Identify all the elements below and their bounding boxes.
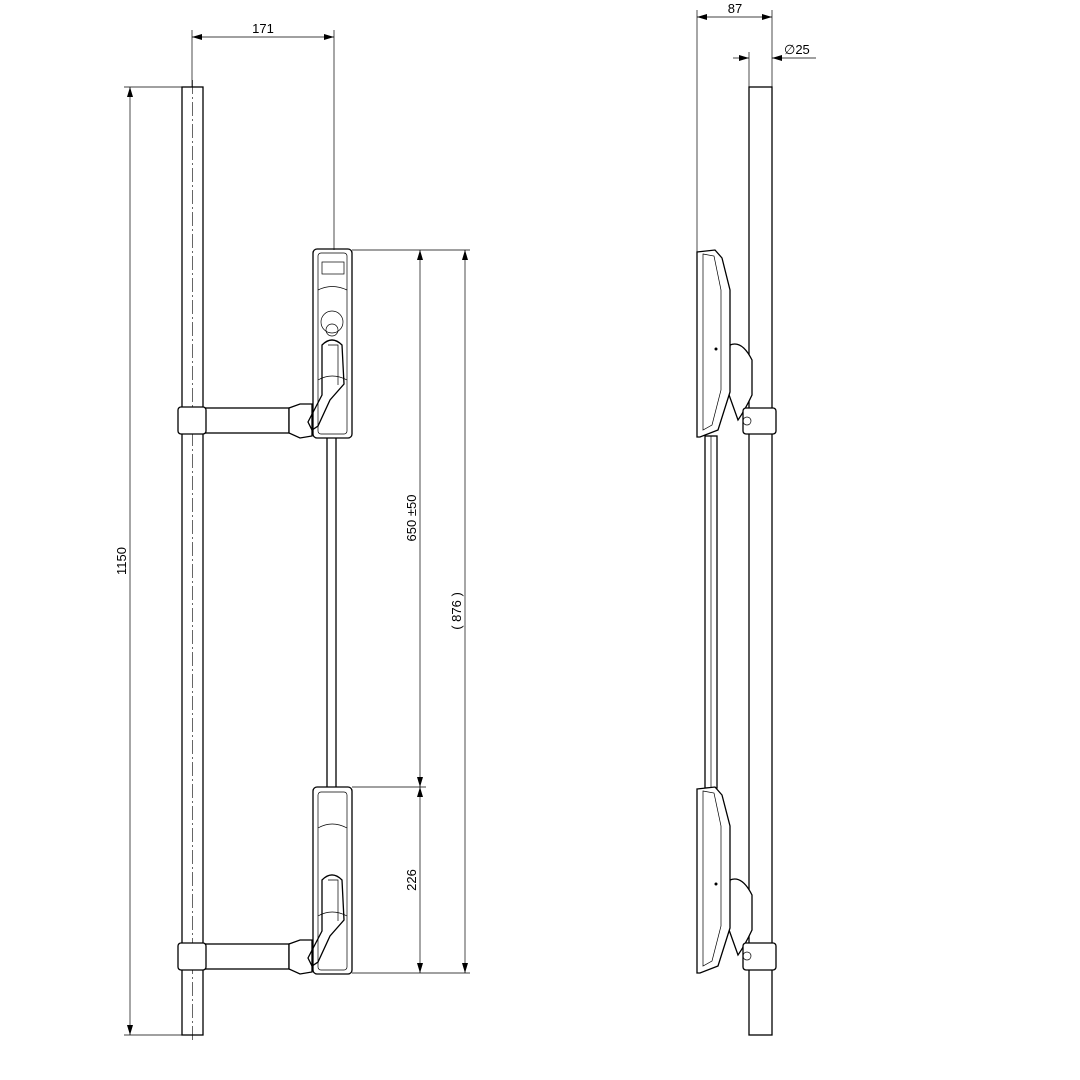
dimension-label: 171 (252, 21, 274, 36)
dimension-label: ( 876 ) (449, 592, 464, 630)
side-vertical-rod (748, 86, 773, 1036)
dimension-171: 171 (191, 21, 335, 250)
upper-arm (177, 403, 313, 439)
dimension-label: 650 ±50 (404, 495, 419, 542)
lower-push-lever (307, 874, 345, 967)
upper-lock-case (307, 248, 353, 439)
lower-arm (177, 939, 313, 975)
cylinder-icon (320, 310, 344, 334)
dimension-diameter-25: ∅25 (733, 42, 816, 87)
lower-lock-side (696, 786, 777, 974)
dimension-label: 226 (404, 869, 419, 891)
dimension-1150: 1150 (114, 86, 182, 1036)
dimension-876: ( 876 ) (449, 250, 468, 973)
front-view: 171 1150 650 ±50 226 ( 876 ) (114, 21, 470, 1040)
connecting-rod (326, 435, 337, 789)
dimension-87: 87 (696, 1, 773, 252)
upper-push-lever (307, 339, 345, 431)
dimension-650: 650 ±50 (352, 249, 470, 974)
dimension-label: 1150 (114, 547, 129, 575)
dimension-226: 226 (404, 787, 423, 973)
brand-plate (321, 261, 345, 275)
side-view: 87 ∅25 (696, 1, 816, 1036)
dimension-label: 87 (728, 1, 742, 16)
lower-lock-case (307, 786, 353, 975)
dimension-label: ∅25 (784, 42, 810, 57)
upper-lock-side (696, 249, 777, 438)
